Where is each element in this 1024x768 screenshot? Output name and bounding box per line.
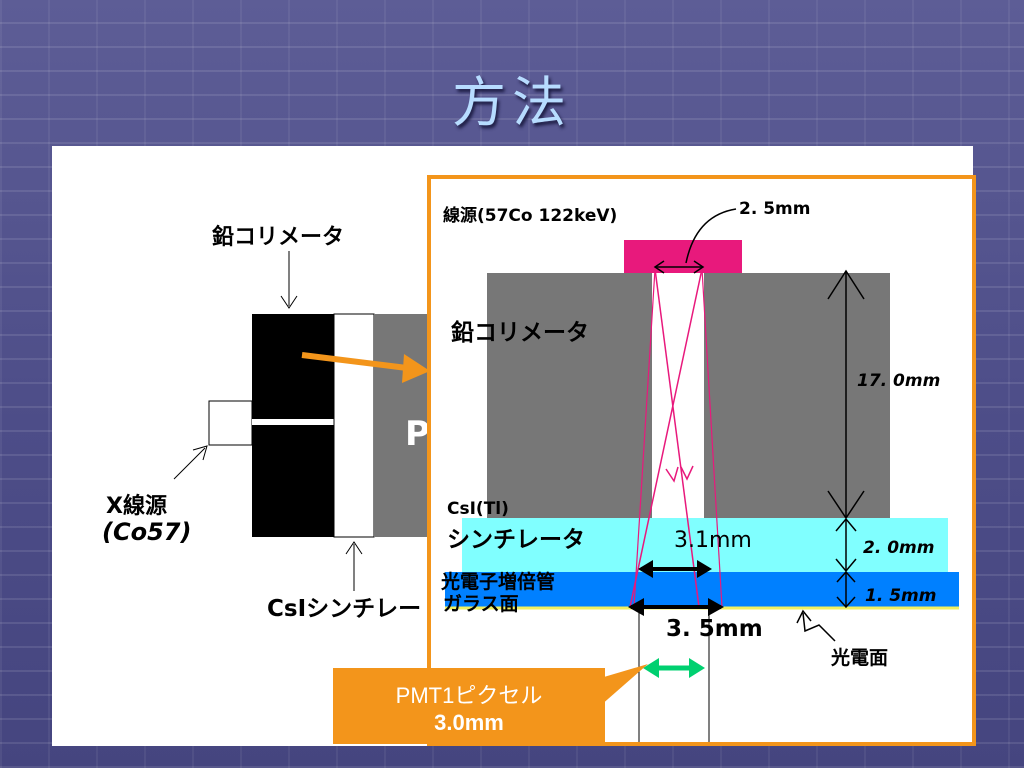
source-width-arrowhead-right [693, 260, 705, 274]
glass-layer [445, 572, 959, 607]
inset-source-width: 2. 5mm [739, 199, 811, 219]
inset-collimator-label: 鉛コリメータ [451, 320, 589, 346]
glass-thickness-head-top [836, 570, 856, 583]
collimator-height-head-top [827, 269, 865, 300]
pixel-width-head-right [689, 658, 705, 678]
hole-width-head-left [638, 560, 653, 578]
hole-width-head-right [697, 560, 712, 578]
lead-collimator-block [252, 314, 334, 537]
ray-right-outer [701, 268, 723, 608]
pixel-width-head-left [643, 658, 659, 678]
callout-line2: 3.0mm [434, 710, 504, 735]
spot-width-head-right [708, 598, 724, 616]
scintillator-pointer-head [345, 541, 363, 555]
photocathode-pointer-head [796, 609, 812, 624]
left-source-label-line1: X線源 [106, 494, 167, 519]
scint-thickness-head-top [835, 517, 857, 532]
xray-source-box [208, 400, 253, 446]
pmt-pixel-callout: PMT1ピクセル 3.0mm [333, 668, 605, 744]
ray-arrowhead-2 [680, 465, 694, 481]
photocathode-pointer [802, 612, 836, 642]
inset-scint-label-line2: シンチレータ [447, 527, 585, 553]
left-source-label-line2: (Co57) [102, 518, 192, 546]
zoom-arrow [301, 352, 408, 371]
spot-width-head-left [628, 598, 644, 616]
source-pointer-arrow [173, 447, 206, 480]
left-collimator-label: 鉛コリメータ [212, 225, 345, 250]
csi-scintillator-block [333, 313, 375, 538]
inset-glass-thickness: 1. 5mm [865, 586, 937, 606]
callout-line1: PMT1ピクセル [395, 683, 543, 708]
collimator-right-half [704, 273, 890, 518]
collimator-pointer-head [280, 295, 298, 309]
ray-left-outer [633, 268, 656, 608]
inset-glass-label-line2: ガラス面 [443, 593, 519, 615]
slide-title: 方法 [452, 71, 572, 134]
left-pmt-label: P [405, 414, 430, 454]
zoom-inset: 線源(57Co 122keV) 2. 5mm 鉛コリメータ 17. 0mm Cs… [427, 175, 976, 746]
inset-spot-width: 3. 5mm [666, 616, 763, 642]
collimator-hole [252, 419, 334, 425]
inset-right-gap [959, 611, 972, 669]
zoom-arrow-head [402, 354, 430, 383]
scintillator-layer [462, 518, 948, 572]
ray-left [654, 268, 700, 608]
pmt-block [374, 314, 434, 537]
source-bar [624, 240, 742, 273]
glass-thickness-head-bottom [836, 596, 856, 609]
source-width-leader [685, 208, 737, 264]
inset-scint-thickness: 2. 0mm [863, 538, 935, 558]
left-scintillator-label: CsIシンチレー [267, 596, 422, 622]
inset-photocathode-label: 光電面 [831, 647, 889, 669]
inset-glass-label-line1: 光電子増倍管 [441, 571, 556, 593]
collimator-left-half [487, 273, 652, 518]
left-diagram [173, 251, 434, 591]
source-pointer-head [192, 445, 208, 461]
source-width-arrowhead-left [653, 260, 665, 274]
inset-collimator-height: 17. 0mm [857, 371, 941, 391]
inset-source-label: 線源(57Co 122keV) [443, 206, 618, 226]
inset-diagram [445, 208, 972, 742]
inset-scint-label-line1: CsI(Tl) [447, 499, 509, 519]
inset-hole-width: 3.1mm [674, 528, 752, 553]
ray-right [629, 268, 703, 608]
ray-arrowhead-1 [665, 466, 679, 483]
